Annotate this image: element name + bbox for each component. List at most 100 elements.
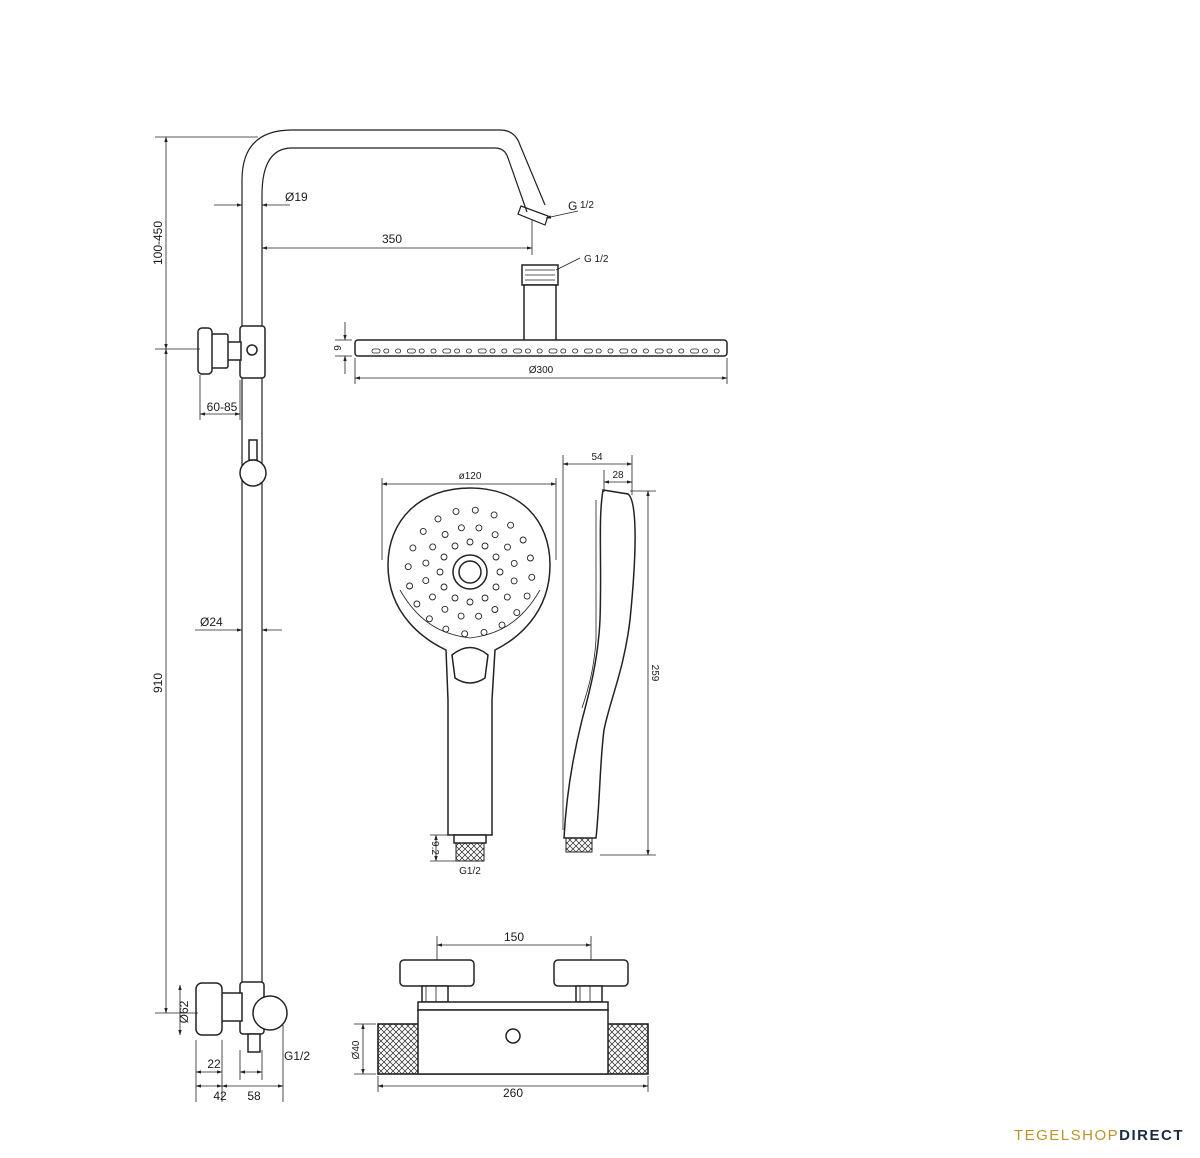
hand-nozzle (475, 612, 483, 620)
dim-mixer-diameter: Ø40 (351, 1040, 362, 1059)
hand-nozzle (481, 542, 489, 550)
hand-nozzle (481, 594, 489, 602)
nozzle (560, 348, 567, 354)
nozzle (489, 348, 496, 354)
hand-nozzle (519, 536, 527, 544)
hand-shower-front (387, 487, 551, 862)
nozzle (572, 348, 578, 354)
hand-nozzle (451, 542, 459, 550)
nozzle (430, 348, 437, 354)
hand-nozzle (471, 506, 479, 514)
hand-nozzle (409, 544, 417, 552)
dim-hand-thread: G1/2 (459, 866, 481, 877)
rain-head-dimensions: G 1/2 9 Ø300 (333, 254, 728, 384)
dim-outlet-thread-fraction: 1/2 (580, 200, 594, 211)
nozzle (619, 348, 629, 354)
nozzle (678, 348, 685, 354)
nozzle (383, 348, 390, 354)
nozzle (371, 348, 381, 354)
hand-nozzle (422, 577, 430, 585)
hand-nozzles (404, 506, 536, 638)
hand-nozzle (440, 553, 448, 561)
dim-outlet-thread: G (568, 199, 577, 213)
hand-nozzle (434, 515, 442, 523)
nozzle (418, 348, 425, 354)
brand-part-2: DIRECT (1119, 1127, 1184, 1144)
nozzle (654, 348, 664, 354)
nozzle (536, 348, 543, 354)
dim-riser-height: 910 (151, 673, 165, 693)
hand-nozzle (457, 612, 465, 620)
hand-nozzle (510, 559, 518, 567)
hand-nozzle (475, 524, 483, 532)
hand-nozzle (492, 583, 500, 591)
nozzle (406, 348, 416, 354)
hand-nozzle (425, 615, 433, 623)
hand-front-dimensions: ø120 9.2 G1/2 (381, 471, 557, 877)
hand-nozzle (504, 543, 511, 551)
nozzle (525, 348, 531, 354)
dim-offset-42: 42 (213, 1089, 227, 1103)
brand-logo: TEGELSHOPDIRECT (1014, 1127, 1184, 1144)
nozzle (513, 348, 522, 354)
hand-nozzle (491, 606, 499, 613)
hand-side-dimensions: 54 28 259 (562, 452, 660, 856)
column-dimensions: 100-450 910 Ø19 350 G 1/2 60-85 Ø24 Ø62 (151, 136, 594, 1103)
nozzle (690, 348, 699, 354)
hand-nozzle (452, 508, 460, 516)
dim-arm-length: 350 (382, 232, 402, 246)
nozzle (702, 348, 708, 354)
hand-nozzle (429, 593, 436, 601)
nozzle (607, 348, 614, 354)
hand-shower-side (563, 489, 636, 853)
shower-column (195, 129, 549, 1053)
dim-hand-diameter: ø120 (459, 471, 482, 482)
hand-nozzle (507, 521, 515, 529)
rain-shower-head (354, 264, 728, 357)
dim-inlet-diameter: Ø62 (177, 1000, 191, 1023)
nozzle (454, 348, 461, 354)
hand-nozzle (526, 554, 534, 562)
hand-nozzle (461, 630, 469, 638)
nozzle (713, 348, 720, 354)
hand-nozzle (422, 559, 430, 567)
hand-nozzle (513, 609, 521, 617)
hand-nozzle (406, 582, 414, 590)
head-nozzles (371, 348, 720, 354)
nozzle (595, 348, 602, 354)
hand-nozzle (498, 621, 506, 629)
hand-nozzle (490, 511, 498, 519)
hand-nozzle (523, 592, 531, 600)
hand-nozzle (451, 594, 459, 602)
nozzle (465, 348, 472, 354)
dim-height-arm: 100-450 (151, 221, 165, 265)
nozzle (643, 348, 649, 354)
dim-head-thread: G 1/2 (584, 254, 609, 265)
nozzle (548, 348, 558, 354)
hand-nozzle (413, 600, 421, 608)
dim-pipe-top: Ø19 (285, 190, 308, 204)
dim-mixer-spacing: 150 (504, 930, 524, 944)
hand-nozzle (441, 605, 449, 613)
nozzle (631, 348, 637, 354)
dim-wall-bracket: 60-85 (207, 400, 238, 414)
hand-nozzle (491, 531, 499, 539)
dim-pipe-main: Ø24 (200, 615, 223, 629)
hand-nozzle (503, 593, 511, 601)
dim-head-thickness: 9 (333, 345, 344, 351)
dim-hand-depth-inner: 28 (612, 470, 624, 481)
hand-nozzle (436, 568, 444, 576)
nozzle (501, 348, 508, 354)
hand-nozzle (466, 538, 474, 546)
dim-offset-22: 22 (207, 1057, 221, 1071)
thermostatic-mixer (377, 959, 649, 1075)
hand-nozzle (440, 583, 448, 591)
hand-nozzle (457, 524, 465, 532)
hand-nozzle (528, 573, 536, 581)
brand-part-1: TEGELSHOP (1013, 1127, 1120, 1144)
dim-hand-thread-length: 9.2 (429, 841, 440, 855)
hand-nozzle (404, 563, 412, 571)
dim-hand-length: 259 (649, 665, 660, 682)
nozzle (395, 348, 402, 354)
